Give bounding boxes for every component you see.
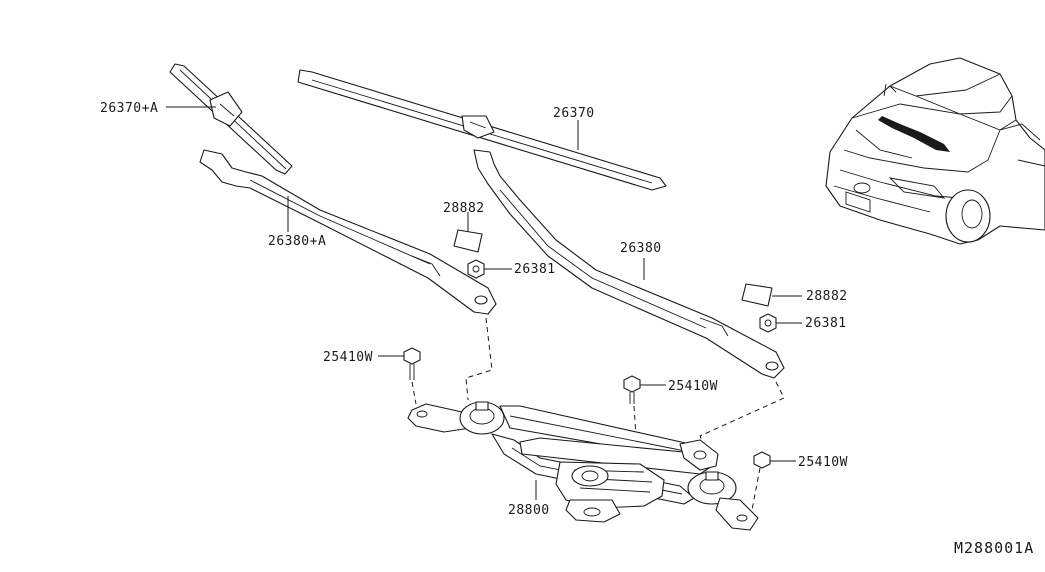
wiper-arm-lh [199,149,497,315]
label-arm-rh: 26380 [620,241,662,256]
label-blade-rh: 26370 [553,106,595,121]
nut-rh [759,313,777,333]
wiper-highlight [878,116,950,152]
label-bolt-center: 25410W [668,379,718,394]
arm-lh-alignment [465,317,493,401]
wiper-linkage-motor [407,401,759,531]
label-linkage-motor: 28800 [508,503,550,518]
vehicle-location-illustration [825,57,1045,245]
nut-lh [467,259,485,279]
label-blade-lh: 26370+A [100,101,158,116]
bolt-left-axis [411,381,417,405]
wiper-arm-rh [473,149,785,379]
bolt-right-axis [751,467,761,511]
pivot-cap-lh [453,229,483,253]
bolt-center [623,375,641,404]
label-arm-lh: 26380+A [268,234,326,249]
wiper-blade-rh [297,69,667,191]
bolt-right [753,451,771,469]
wiper-blade-lh [169,63,293,175]
pivot-cap-rh [741,283,773,307]
bolt-left [403,347,421,380]
label-cap-rh: 28882 [806,289,848,304]
label-cap-lh: 28882 [443,201,485,216]
label-bolt-left: 25410W [323,350,373,365]
label-nut-lh: 26381 [514,262,556,277]
label-nut-rh: 26381 [805,316,847,331]
diagram-code: M288001A [954,539,1034,557]
label-bolt-right: 25410W [798,455,848,470]
